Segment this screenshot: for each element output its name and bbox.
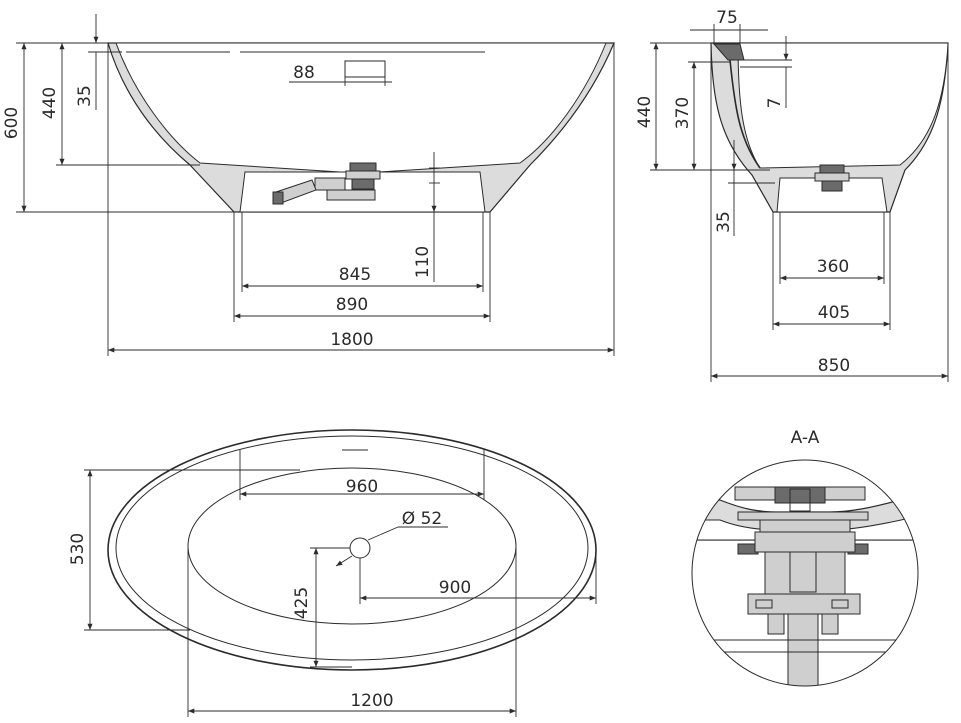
dim-side-base-bottom: 405 [818, 303, 850, 323]
front-drain-fitting [272, 162, 381, 205]
top-drain [349, 537, 371, 559]
top-view: 960 Ø 52 900 425 530 1200 [68, 429, 597, 717]
dim-top-width: 530 [68, 533, 88, 565]
dim-top-base-length: 1200 [350, 691, 393, 711]
dim-front-base-bottom: 890 [336, 295, 368, 315]
dim-front-height: 600 [2, 107, 22, 139]
dim-front-base-top: 845 [339, 265, 371, 285]
dim-side-rim-width: 75 [716, 8, 738, 28]
dim-side-base-top: 360 [817, 257, 849, 277]
dim-top-overflow-length: 960 [346, 477, 378, 497]
dim-front-rim: 35 [75, 85, 95, 107]
side-view: 850 405 360 440 370 35 75 [635, 8, 949, 382]
dim-side-inner-depth: 370 [673, 97, 693, 129]
section-detail-circle [691, 459, 919, 687]
top-outer-rim [107, 429, 597, 671]
dim-front-depth: 440 [40, 87, 60, 119]
dim-drain-offset-y: 425 [292, 587, 312, 619]
dim-drain-offset-x: 900 [439, 578, 471, 598]
dim-side-rim-step: 7 [765, 98, 785, 109]
section-title: A-A [791, 428, 820, 448]
side-drain-fitting [814, 164, 850, 192]
dim-front-base-height: 110 [413, 246, 433, 278]
dim-side-depth: 440 [635, 96, 655, 128]
front-view: 1800 890 845 110 88 600 440 [2, 14, 615, 356]
dim-overflow-width: 88 [293, 63, 315, 83]
dim-front-width: 1800 [330, 330, 373, 350]
overflow-slot [344, 60, 386, 78]
dim-side-width: 850 [818, 356, 850, 376]
side-tub-cavity [737, 42, 949, 169]
top-basin-floor [187, 467, 517, 625]
dim-drain-diameter: Ø 52 [402, 509, 442, 529]
section-a-a: A-A [691, 428, 919, 687]
dim-side-bottom: 35 [714, 211, 734, 233]
top-inner-rim [115, 435, 589, 661]
